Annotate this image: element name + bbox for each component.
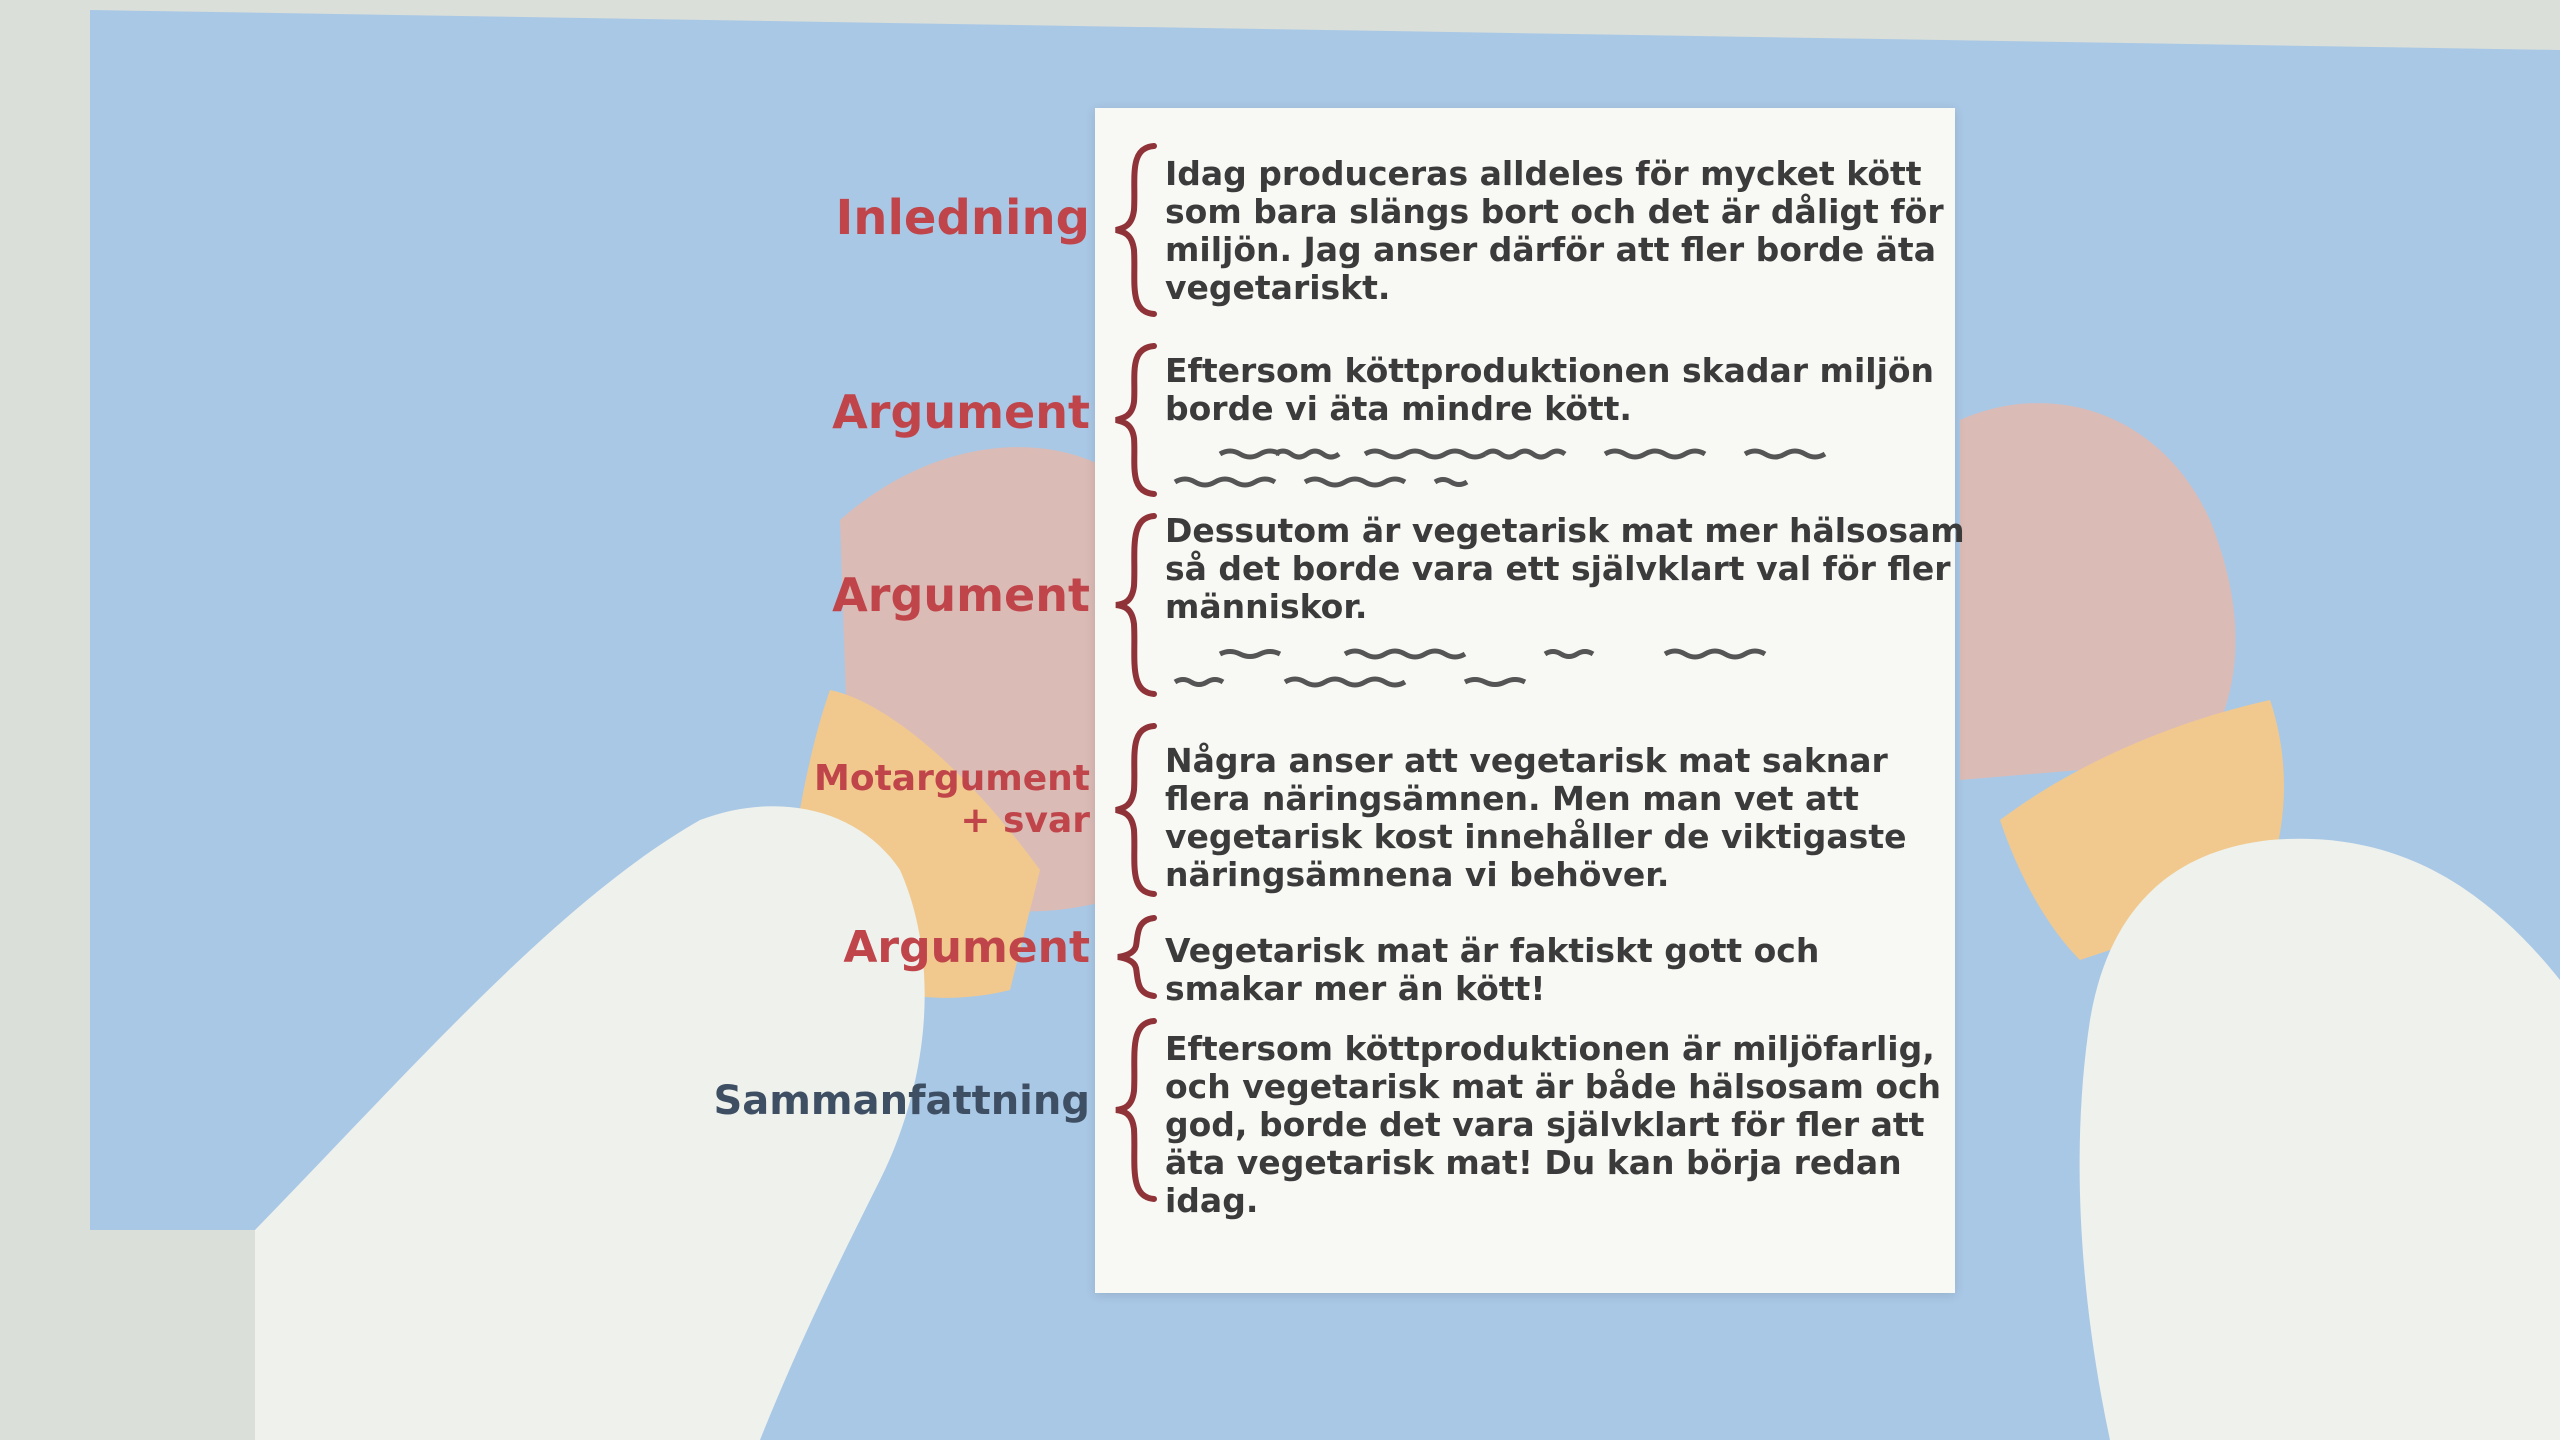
curly-brace-icon (1115, 723, 1157, 897)
section-label-sub: + svar (960, 800, 1090, 841)
section-label: Sammanfattning (713, 1078, 1090, 1124)
curly-brace-icon (1117, 915, 1157, 999)
scribble-lines (1173, 648, 1767, 688)
curly-brace-icon (1115, 143, 1157, 317)
left-sleeve (255, 806, 925, 1440)
curly-brace-icon (1115, 513, 1157, 697)
curly-brace-icon (1115, 1018, 1157, 1202)
right-sleeve (2079, 838, 2560, 1440)
essay-paper (1095, 108, 1955, 1293)
section-text: Eftersom köttproduktionen skadar miljön … (1165, 351, 1935, 428)
curly-brace-icon (1115, 343, 1157, 497)
section-text: Dessutom är vegetarisk mat mer hälsosam … (1165, 511, 1965, 626)
section-label: Inledning (835, 190, 1090, 246)
section-label: Argument (843, 922, 1090, 973)
section-text: Idag produceras alldeles för mycket kött… (1165, 154, 1944, 307)
section-label: Motargument (814, 758, 1090, 799)
section-label: Argument (832, 568, 1090, 622)
section-label: Argument (832, 385, 1090, 439)
right-hand (1960, 403, 2236, 780)
section-text: Eftersom köttproduktionen är miljöfarlig… (1165, 1029, 1942, 1220)
section-text: Några anser att vegetarisk mat saknar fl… (1165, 741, 1907, 894)
section-text: Vegetarisk mat är faktiskt gott och smak… (1165, 931, 1820, 1008)
scribble-lines (1173, 448, 1827, 488)
